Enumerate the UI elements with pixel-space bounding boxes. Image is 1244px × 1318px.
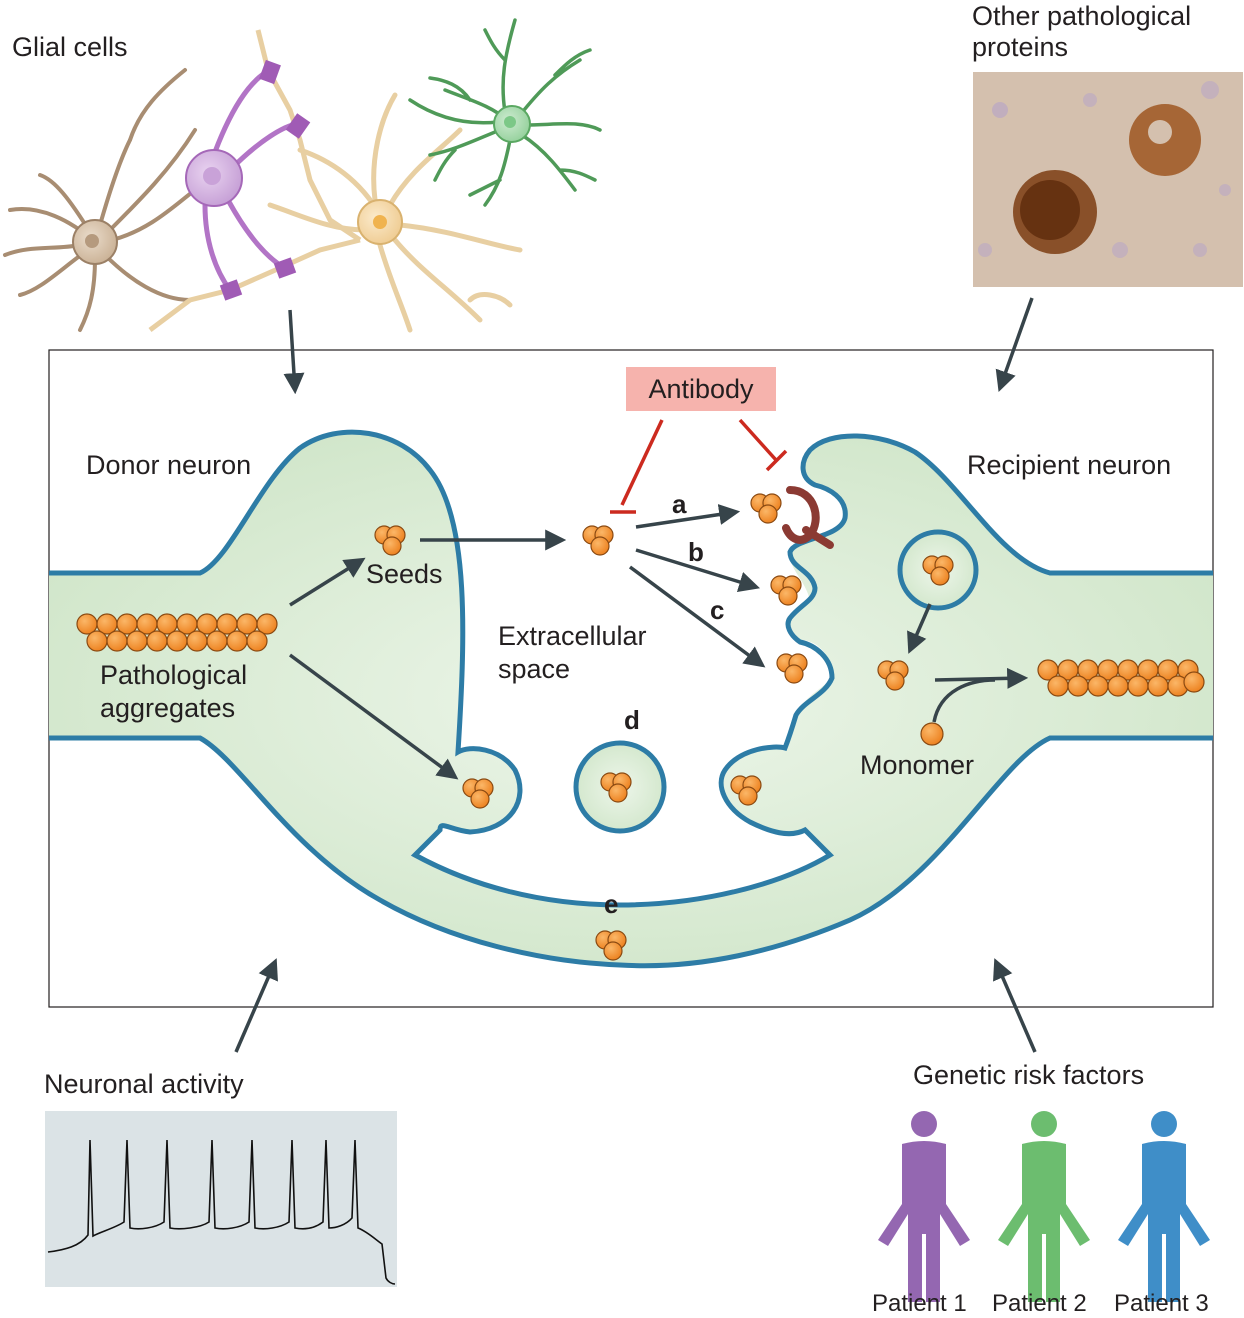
patient-icon	[1118, 1111, 1210, 1302]
membrane	[49, 735, 1213, 969]
pathological-aggregates-label-line2: aggregates	[100, 693, 236, 723]
astrocyte-icon	[267, 92, 523, 333]
neuronal-activity-label: Neuronal activity	[44, 1069, 244, 1099]
glial-cells-illustration	[3, 18, 602, 333]
extracellular-space-label-line2: space	[498, 654, 571, 684]
patient-1-label: Patient 1	[872, 1290, 967, 1317]
monomer-label: Monomer	[860, 750, 975, 780]
antibody-label: Antibody	[626, 367, 776, 411]
patient-2-label: Patient 2	[992, 1290, 1087, 1317]
glial-cells-label: Glial cells	[12, 32, 128, 62]
microglia-icon	[408, 18, 602, 207]
monomer-particle	[920, 722, 944, 746]
pathological-aggregates-label-line1: Pathological	[100, 660, 248, 690]
seeds-label: Seeds	[366, 559, 443, 589]
antibody-inhibition	[610, 418, 788, 514]
pathology-micrograph	[973, 72, 1243, 287]
patient-3-label: Patient 3	[1114, 1290, 1209, 1317]
recipient-neuron-label: Recipient neuron	[967, 450, 1172, 480]
neuronal-activity-trace	[45, 1111, 397, 1287]
pathway-arrows	[234, 297, 1037, 1053]
pathway-d-label: d	[624, 705, 640, 735]
patient-icon	[878, 1111, 970, 1302]
donor-neuron-label: Donor neuron	[86, 450, 252, 480]
patient-icon	[998, 1111, 1090, 1302]
aggregate-chain-donor	[76, 613, 278, 652]
pathway-c-label: c	[710, 595, 725, 625]
membrane	[49, 429, 1213, 908]
extracellular-space-label-line1: Extracellular	[498, 621, 647, 651]
other-proteins-label-line2: proteins	[972, 32, 1069, 62]
pathway-b-label: b	[688, 537, 704, 567]
genetic-risk-factors-label: Genetic risk factors	[913, 1060, 1145, 1090]
astrocyte-icon	[3, 68, 197, 332]
pathway-e-label: e	[604, 889, 619, 919]
aggregate-chain-recipient	[1037, 659, 1205, 697]
pathway-a-label: a	[672, 489, 687, 519]
oligodendrocyte-icon	[148, 29, 362, 332]
other-proteins-label-line1: Other pathological	[972, 1, 1192, 31]
